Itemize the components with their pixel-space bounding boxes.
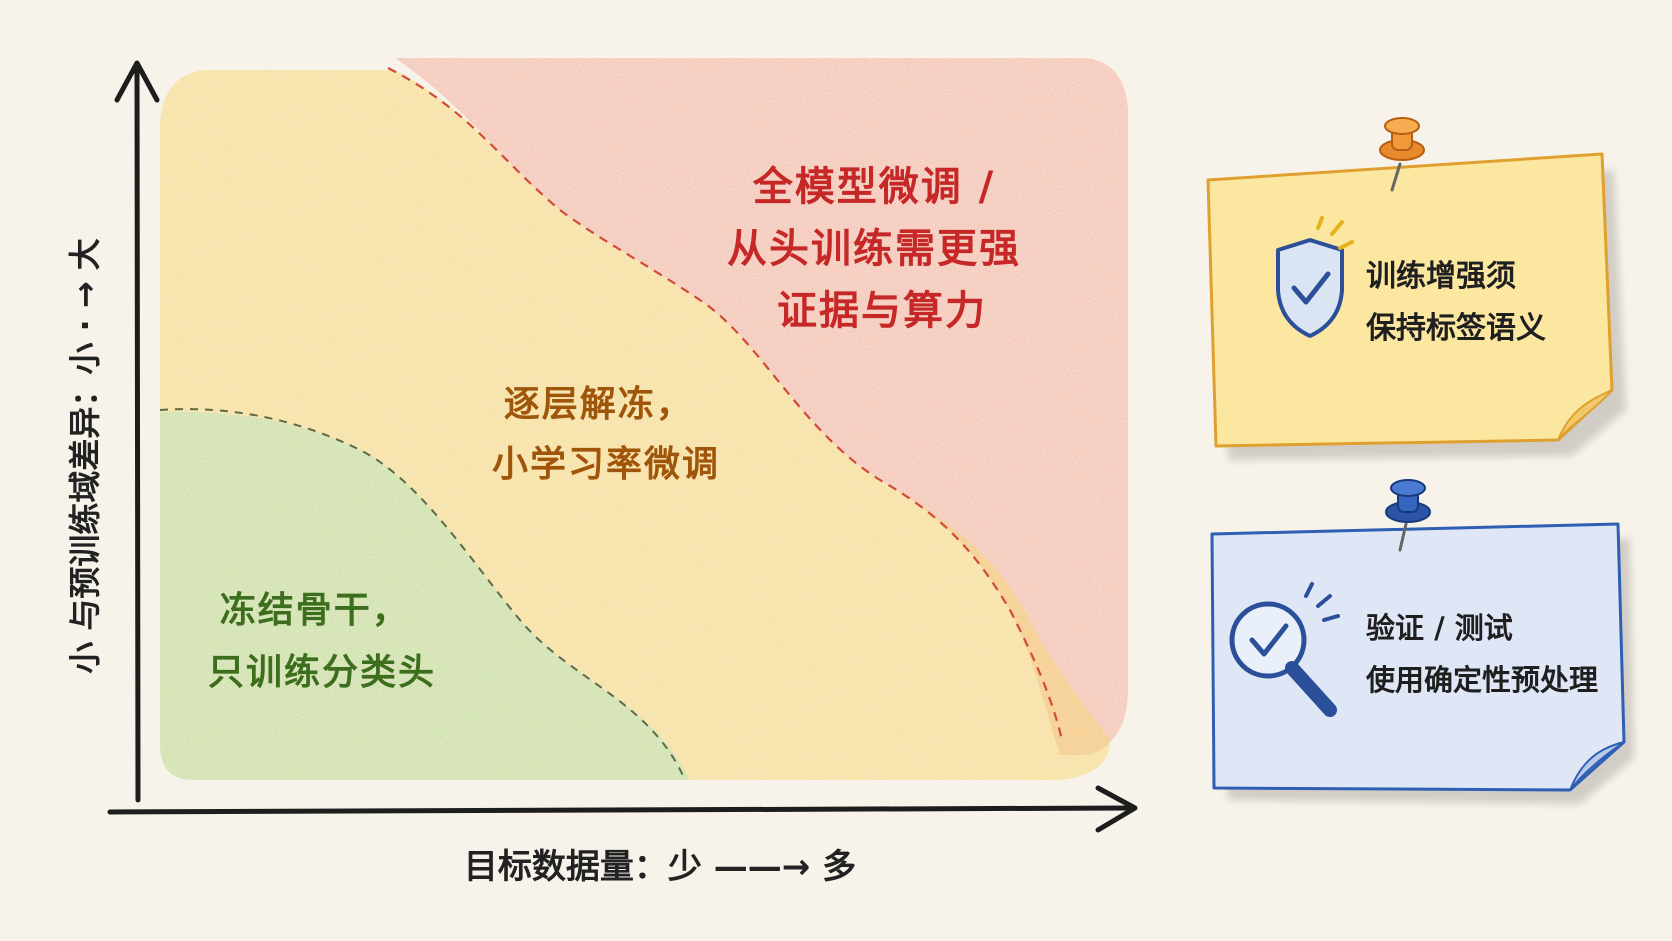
red-region: [395, 58, 1128, 755]
magnifier-check-icon: [1229, 582, 1340, 717]
shield-check-icon: [1276, 216, 1354, 338]
y-axis-label: 小 与预训练域差异：小 · → 大: [66, 238, 104, 674]
note-evaluation-text: 验证 / 测试 使用确定性预处理: [1365, 611, 1598, 697]
note-augmentation-paper: [1206, 152, 1614, 448]
yellow-region-label: 逐层解冻， 小学习率微调: [492, 384, 720, 485]
note-augmentation: 训练增强须 保持标签语义: [1206, 117, 1626, 460]
note-evaluation-paper: [1210, 522, 1626, 792]
note-augmentation-curl: [1557, 389, 1613, 441]
note-augmentation-text: 训练增强须 保持标签语义: [1366, 259, 1546, 346]
x-axis-line: [107, 805, 1131, 815]
x-axis-label: 目标数据量：少 ——→ 多: [464, 847, 856, 887]
note-evaluation-curl: [1569, 741, 1625, 791]
yellow-region: [160, 70, 1110, 780]
note-evaluation: 验证 / 测试 使用确定性预处理: [1210, 479, 1634, 804]
x-axis-arrowhead: [1095, 785, 1138, 833]
yellow-green-boundary: [159, 408, 686, 781]
y-axis-line: [134, 67, 141, 803]
y-axis-arrowhead: [114, 60, 160, 103]
blue-pushpin-icon: [1385, 479, 1431, 552]
red-region-label: 全模型微调 / 从头训练需更强 证据与算力: [727, 164, 1037, 334]
green-region-label: 冻结骨干， 只训练分类头: [208, 590, 436, 693]
axes: [107, 60, 1138, 833]
chart-regions: [160, 58, 1128, 780]
red-yellow-boundary: [387, 67, 1064, 741]
orange-pushpin-icon: [1379, 117, 1425, 192]
green-region: [160, 411, 690, 780]
